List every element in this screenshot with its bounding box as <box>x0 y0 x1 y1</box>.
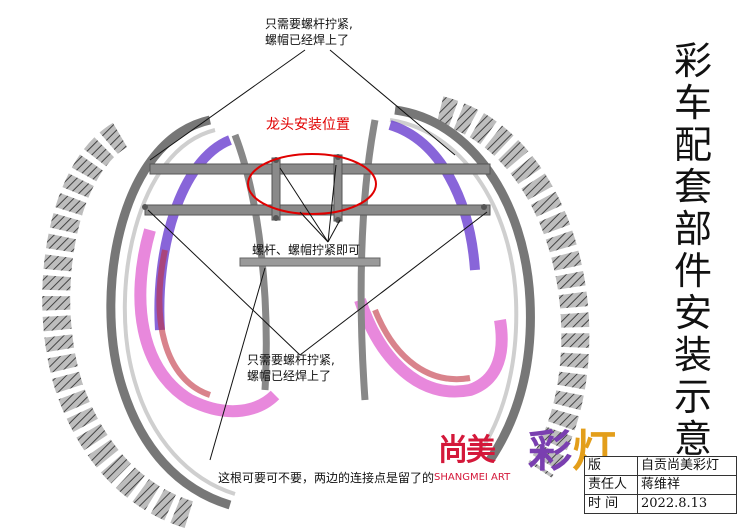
top-annotation-line2: 螺帽已经焊上了 <box>265 33 350 47</box>
left-pink-ring <box>134 228 280 418</box>
title-char: 装 <box>673 333 712 377</box>
info-row: 责任人 蒋维祥 <box>584 475 737 495</box>
bolts-annotation: 螺杆、螺帽拧紧即可 <box>252 243 361 257</box>
right-ring-assembly <box>354 96 590 478</box>
crossbars <box>142 154 491 267</box>
right-pink-ring <box>354 298 508 398</box>
logo-mark: 尚美 <box>438 433 496 468</box>
shangmei-logo: 尚美 SHANGMEI ART <box>434 432 524 486</box>
brush-char-1: 彩 <box>528 426 572 477</box>
lower-annotation-line2: 螺帽已经焊上了 <box>247 369 332 383</box>
right-outer-gear <box>436 96 590 478</box>
title-char: 意 <box>673 417 712 461</box>
title-char: 套 <box>673 165 712 209</box>
info-table: 版 自贡尚美彩灯 责任人 蒋维祥 时 间 2022.8.13 <box>584 456 737 514</box>
info-label: 时 间 <box>584 494 638 514</box>
info-label: 版 <box>584 456 638 476</box>
top-annotation-line1: 只需要螺杆拧紧, <box>265 17 353 31</box>
mount-position-label: 龙头安装位置 <box>266 117 350 133</box>
title-char: 件 <box>673 249 712 293</box>
title-char: 彩 <box>673 39 712 83</box>
title-char: 示 <box>673 375 712 419</box>
right-inner-frame <box>357 119 379 401</box>
info-value: 2022.8.13 <box>637 494 737 514</box>
info-row: 时 间 2022.8.13 <box>584 494 737 514</box>
bottom-annotation: 这根可要可不要，两边的连接点是留了的 <box>218 471 435 485</box>
title-char: 安 <box>673 291 712 335</box>
bolt-point <box>335 217 341 223</box>
vertical-title: 彩车配套部件安装示意图 <box>668 40 718 502</box>
right-ring-band <box>394 105 535 463</box>
title-char: 配 <box>673 123 712 167</box>
info-label: 责任人 <box>584 475 638 495</box>
lower-crossbar <box>239 257 381 267</box>
info-value: 自贡尚美彩灯 <box>637 456 737 476</box>
logo-subtitle: SHANGMEI ART <box>434 472 511 483</box>
bolt-point <box>481 204 487 210</box>
left-outer-gear <box>42 122 195 529</box>
left-red-ring <box>156 249 212 398</box>
leader-lines <box>147 49 488 461</box>
lower-annotation: 只需要螺杆拧紧, 螺帽已经焊上了 <box>247 352 335 384</box>
mount-position-ellipse <box>247 153 377 215</box>
title-char: 车 <box>673 81 712 125</box>
left-inner-frame <box>231 133 270 391</box>
info-value: 蒋维祥 <box>637 475 737 495</box>
top-annotation: 只需要螺杆拧紧, 螺帽已经焊上了 <box>265 16 353 48</box>
title-char: 部 <box>673 207 712 251</box>
right-purple-ring <box>388 120 480 271</box>
right-red-ring <box>372 308 471 383</box>
left-ring-assembly <box>42 115 280 529</box>
lower-annotation-line1: 只需要螺杆拧紧, <box>247 353 335 367</box>
info-row: 版 自贡尚美彩灯 <box>584 456 737 476</box>
upper-crossbar <box>149 163 491 175</box>
bolt-point <box>273 215 279 221</box>
right-ring-band-inner <box>389 118 519 454</box>
left-ring-band <box>106 115 232 510</box>
bolt-point <box>142 204 148 210</box>
